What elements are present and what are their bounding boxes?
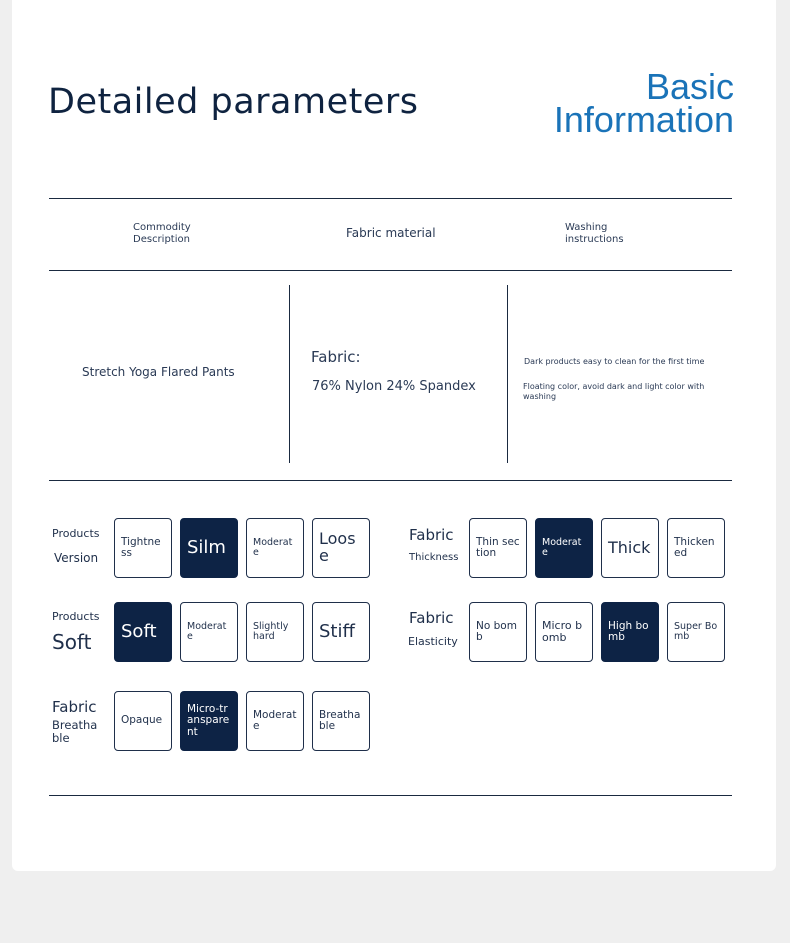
breathable-label-2: Breathable [52,718,98,745]
soft-label-2: Soft [52,630,92,654]
elasticity-label-2: Elasticity [408,635,458,648]
divider-header [49,270,732,271]
thickness-option-thick[interactable]: Thick [601,518,659,578]
soft-option-slightly-hard[interactable]: Slightly hard [246,602,304,662]
divider-col-2 [507,285,508,463]
commodity-value: Stretch Yoga Flared Pants [82,365,235,379]
breathable-option-moderate[interactable]: Moderate [246,691,304,751]
section-title-line-1: Basic [645,66,734,107]
soft-option-soft[interactable]: Soft [114,602,172,662]
version-label-1: Products [52,527,100,540]
breathable-option-breathable[interactable]: Breathable [312,691,370,751]
fabric-value: 76% Nylon 24% Spandex [312,379,476,394]
thickness-label-1: Fabric [409,526,454,544]
breathable-option-opaque[interactable]: Opaque [114,691,172,751]
version-option-moderate[interactable]: Moderate [246,518,304,578]
thickness-option-moderate[interactable]: Moderate [535,518,593,578]
divider-top [49,198,732,199]
page-title: Detailed parameters [48,82,419,122]
version-option-silm[interactable]: Silm [180,518,238,578]
section-title: Basic Information [553,66,734,140]
elasticity-option-super-bomb[interactable]: Super Bomb [667,602,725,662]
fabric-label: Fabric: [311,348,361,366]
thickness-label-2: Thickness [409,552,459,563]
header-commodity: Commodity Description [133,222,191,245]
header-washing: Washing instructions [565,222,624,245]
washing-note-2: Floating color, avoid dark and light col… [523,382,705,401]
washing-note-1: Dark products easy to clean for the firs… [524,357,705,366]
divider-bottom [49,795,732,796]
thickness-option-thickened[interactable]: Thickened [667,518,725,578]
breathable-option-micro-transparent[interactable]: Micro-transparent [180,691,238,751]
elasticity-option-high-bomb[interactable]: High bomb [601,602,659,662]
version-option-loose[interactable]: Loose [312,518,370,578]
elasticity-label-1: Fabric [409,609,454,627]
version-label-2: Version [54,551,99,565]
elasticity-option-micro-bomb[interactable]: Micro bomb [535,602,593,662]
soft-option-moderate[interactable]: Moderate [180,602,238,662]
divider-info-bottom [49,480,732,481]
header-fabric: Fabric material [346,226,436,240]
soft-option-stiff[interactable]: Stiff [312,602,370,662]
soft-label-1: Products [52,610,100,623]
version-option-tightness[interactable]: Tightness [114,518,172,578]
breathable-label-1: Fabric [52,698,97,716]
thickness-option-thin-section[interactable]: Thin section [469,518,527,578]
section-title-line-2: Information [553,99,734,140]
elasticity-option-no-bomb[interactable]: No bomb [469,602,527,662]
divider-col-1 [289,285,290,463]
